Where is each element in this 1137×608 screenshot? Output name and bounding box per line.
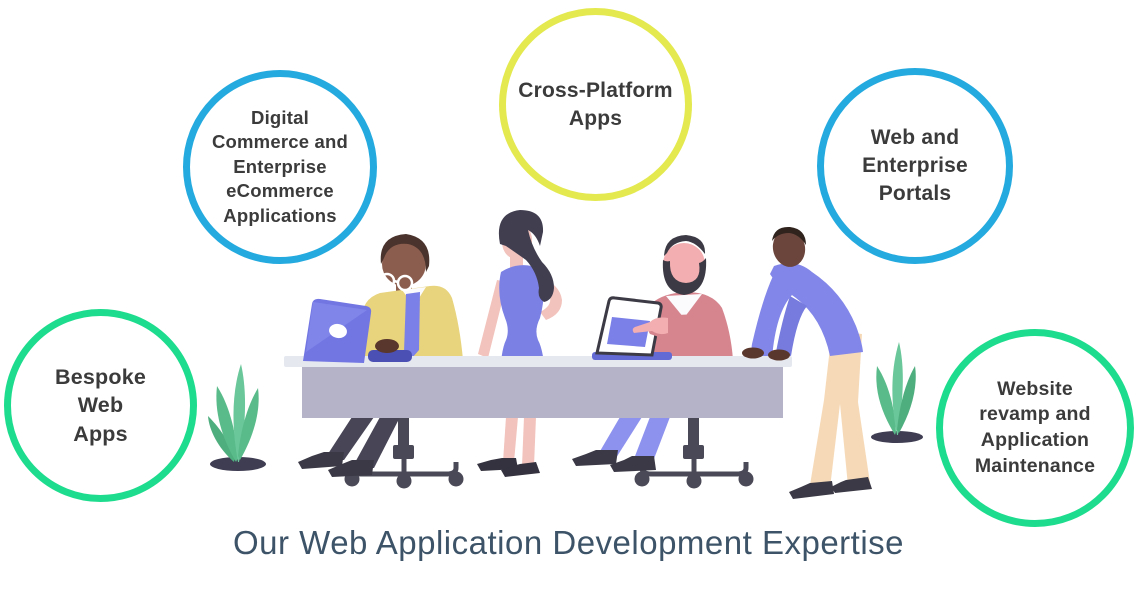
analyst-hand xyxy=(375,339,399,353)
mouse-pad xyxy=(368,350,412,362)
bubble-cross-platform-apps-label: Cross-Platform Apps xyxy=(518,78,673,130)
standing-man xyxy=(751,226,872,499)
bubble-cross-platform-apps: Cross-Platform Apps xyxy=(499,8,692,201)
bubble-web-enterprise-portals: Web and Enterprise Portals xyxy=(817,68,1013,264)
team-illustration xyxy=(208,210,923,499)
person-analyst xyxy=(358,234,463,360)
desk xyxy=(284,356,792,418)
bubble-website-revamp-maintenance-label: Website revamp and Application Maintenan… xyxy=(974,377,1096,477)
person-analyst-legs xyxy=(298,417,400,477)
bubble-web-enterprise-portals-label: Web and Enterprise Portals xyxy=(862,126,968,205)
plant-right xyxy=(871,342,923,443)
bubble-digital-commerce: Digital Commerce and Enterprise eCommerc… xyxy=(183,70,377,264)
bubble-digital-commerce-label: Digital Commerce and Enterprise eCommerc… xyxy=(211,106,349,226)
plant-left xyxy=(208,364,266,471)
bearded-man-legs xyxy=(572,417,670,472)
office-chair-right xyxy=(634,417,754,489)
page-title: Our Web Application Development Expertis… xyxy=(232,524,905,561)
laptop-open-screen xyxy=(592,296,672,360)
bubble-website-revamp-maintenance: Website revamp and Application Maintenan… xyxy=(936,329,1134,527)
bearded-man-pointing-arm xyxy=(632,314,716,340)
standing-man-hands xyxy=(742,347,790,361)
bubble-bespoke-web-apps-label: Bespoke Web Apps xyxy=(54,364,147,446)
woman-legs xyxy=(477,417,540,477)
laptop-closed-back xyxy=(303,298,372,363)
glasses-icon xyxy=(378,272,414,292)
bubble-bespoke-web-apps: Bespoke Web Apps xyxy=(4,309,197,502)
